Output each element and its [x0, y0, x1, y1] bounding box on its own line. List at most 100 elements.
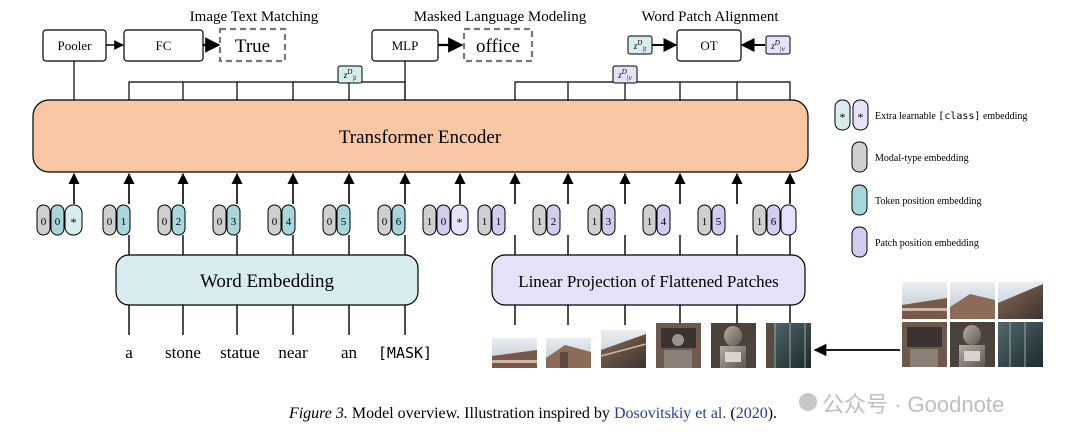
token-modal: 1 — [592, 216, 598, 228]
token-pos: 6 — [771, 216, 777, 228]
input-word: near — [278, 343, 308, 362]
input-word: stone — [165, 343, 201, 362]
transformer-encoder — [32, 99, 809, 173]
token-pos: 3 — [231, 216, 237, 228]
text-token-2: 0 2 — [157, 204, 186, 236]
token-modal: 0 — [217, 216, 223, 228]
legend-item-patch-pos: Patch position embedding — [851, 226, 979, 258]
token-modal: 1 — [482, 216, 488, 228]
caption-figure-label: Figure 3. — [288, 405, 348, 422]
caption-citation-link[interactable]: Dosovitskiy et al. — [614, 405, 726, 422]
image-token-4: 1 4 — [642, 204, 671, 236]
token-pos: 4 — [661, 216, 667, 228]
transformer-encoder-label: Transformer Encoder — [339, 127, 502, 148]
caption-year-link[interactable]: 2020 — [736, 405, 768, 422]
source-image-grid — [902, 282, 1043, 367]
word-embedding-label: Word Embedding — [200, 271, 335, 292]
image-patch — [600, 330, 647, 368]
itm-title: Image Text Matching — [190, 9, 319, 25]
embedding-to-token-lines — [128, 235, 791, 255]
legend: * * Extra learnable [class] embedding Mo… — [834, 99, 1027, 258]
input-word: an — [341, 343, 358, 362]
token-modal: 0 — [107, 216, 113, 228]
legend-modal-text: Modal-type embedding — [875, 153, 969, 164]
legend-class-symbol-2: * — [858, 110, 864, 124]
word-input-lines — [128, 305, 406, 335]
figure-caption: Figure 3. Model overview. Illustration i… — [288, 405, 777, 422]
image-patch — [711, 323, 756, 368]
ot-label: OT — [700, 38, 717, 53]
encoder-output-connectors — [73, 61, 791, 100]
legend-text-before: Extra learnable — [875, 111, 938, 122]
legend-item-token-pos: Token position embedding — [851, 184, 982, 216]
text-class-token: 0 0 * — [36, 204, 83, 236]
text-token-4: 0 4 — [267, 204, 296, 236]
image-token-1: 1 1 — [477, 204, 506, 236]
legend-class-symbol: * — [840, 110, 846, 124]
watermark-text: 公众号 · Goodnote — [822, 392, 1004, 417]
token-arrows — [68, 172, 796, 204]
linear-projection-box — [491, 254, 806, 306]
watermark: 公众号 · Goodnote — [799, 392, 1004, 417]
token-pos: 4 — [286, 216, 292, 228]
input-word: a — [125, 343, 133, 362]
mlm-output-box — [462, 27, 534, 63]
patch-sequence — [492, 323, 811, 368]
wpa-image-tag — [765, 35, 791, 55]
mlm-title: Masked Language Modeling — [414, 9, 587, 25]
token-modal: 0 — [382, 216, 388, 228]
caption-year-close: ). — [768, 405, 777, 422]
image-token-6: 1 6 — [752, 204, 797, 236]
token-pos: 5 — [341, 216, 347, 228]
image-token-3: 1 3 — [587, 204, 616, 236]
input-word-mask: [MASK] — [378, 344, 432, 362]
token-pos: 2 — [176, 216, 182, 228]
fc-label: FC — [156, 38, 172, 53]
legend-item-class: * * Extra learnable [class] embedding — [834, 99, 1027, 131]
legend-class-text: Extra learnable [class] embedding — [875, 111, 1027, 122]
image-patch — [546, 338, 591, 368]
image-patch — [766, 323, 811, 368]
text-token-6: 0 6 — [377, 204, 406, 236]
image-token-2: 1 2 — [532, 204, 561, 236]
encoder-image-tag — [612, 65, 638, 84]
text-class-pos: 0 — [55, 216, 61, 228]
token-modal: 0 — [272, 216, 278, 228]
mlp-label: MLP — [392, 38, 419, 53]
text-class-extra: * — [71, 215, 77, 229]
linear-projection-label: Linear Projection of Flattened Patches — [518, 272, 779, 291]
text-class-modal: 0 — [41, 216, 47, 228]
wpa-title: Word Patch Alignment — [641, 9, 779, 25]
token-pos: 3 — [606, 216, 612, 228]
token-modal: 0 — [162, 216, 168, 228]
itm-output-label: True — [235, 36, 270, 57]
encoder-text-tag — [337, 65, 363, 84]
token-pos: 5 — [716, 216, 722, 228]
word-embedding-box — [115, 254, 419, 306]
token-modal: 1 — [537, 216, 543, 228]
legend-token-pos-text: Token position embedding — [875, 196, 982, 207]
image-class-modal: 1 — [427, 216, 433, 228]
caption-text: Model overview. Illustration inspired by — [348, 405, 614, 422]
pooler-label: Pooler — [58, 38, 93, 53]
token-modal: 1 — [702, 216, 708, 228]
token-modal: 0 — [327, 216, 333, 228]
text-token-1: 0 1 — [102, 204, 131, 236]
legend-code: [class] — [938, 111, 980, 122]
token-pos: 6 — [396, 216, 402, 228]
image-class-pos: 0 — [441, 216, 447, 228]
input-word: statue — [220, 343, 260, 362]
legend-text-after: embedding — [980, 111, 1027, 122]
image-token-5: 1 5 — [697, 204, 726, 236]
caption-year-open: ( — [726, 405, 735, 422]
image-class-extra: * — [457, 215, 463, 229]
image-patch — [492, 338, 537, 368]
token-modal: 1 — [647, 216, 653, 228]
token-pos: 1 — [496, 216, 502, 228]
patch-input-lines — [514, 305, 791, 325]
image-class-token: 1 0 * — [422, 204, 469, 236]
wechat-icon — [799, 393, 817, 411]
text-token-5: 0 5 — [322, 204, 351, 236]
token-pos: 1 — [121, 216, 127, 228]
